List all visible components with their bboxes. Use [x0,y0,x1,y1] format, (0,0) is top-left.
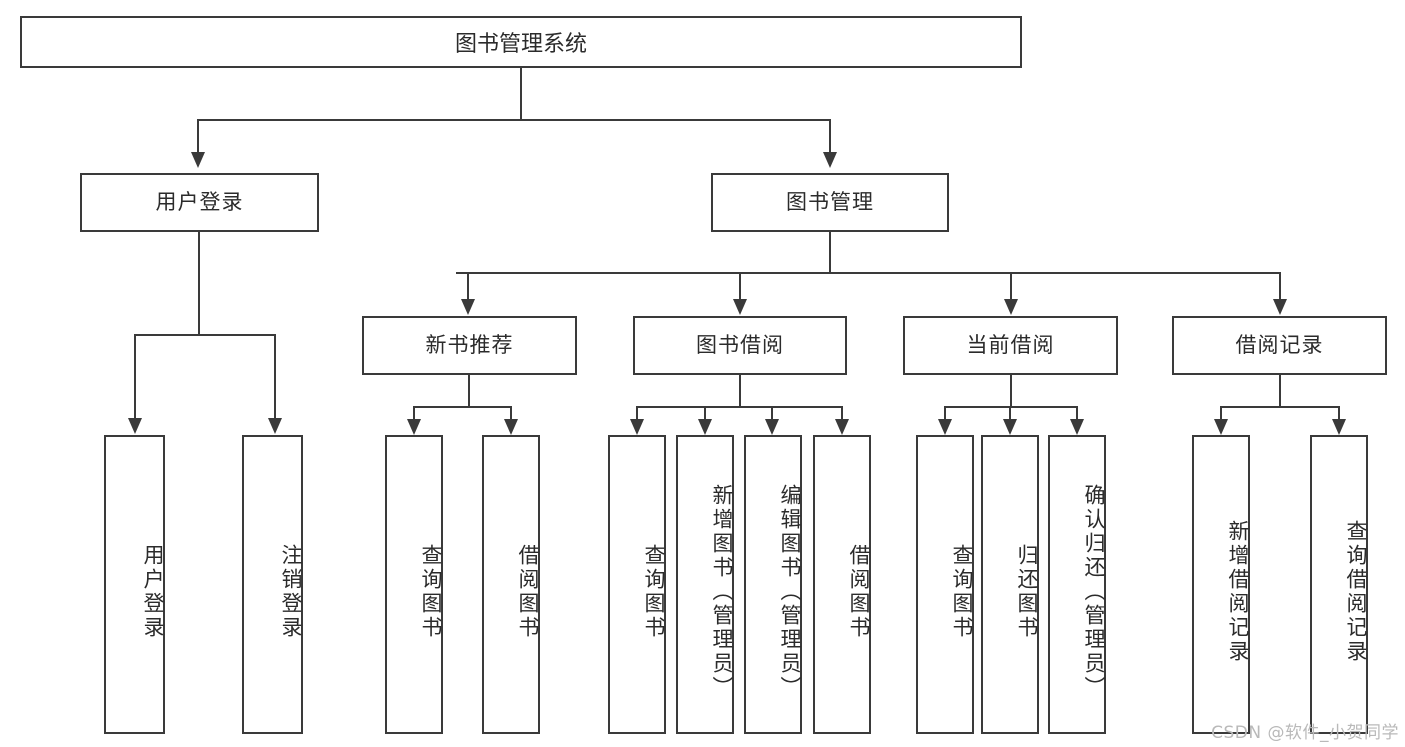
node-label: 借阅图书 [516,543,540,640]
arrowhead-leaf-query-book-2 [630,419,644,435]
arrowhead-leaf-edit-book [765,419,779,435]
watermark-text: CSDN @软件_小贺同学 [1211,723,1399,743]
node-label: 图书管理系统 [454,32,587,57]
node-new-book-recommend[interactable]: 新书推荐 [362,316,577,375]
node-label: 查询图书 [642,543,666,640]
node-label: 用户登录 [141,543,165,640]
leaf-query-borrow-record[interactable]: 查询借阅记录 [1310,435,1368,734]
connector-level2-bus [197,119,831,121]
arrowhead-leaf-return-book [1003,419,1017,435]
connector-drop-leaf-query-book-1 [413,406,415,420]
leaf-query-book-current[interactable]: 查询图书 [916,435,974,734]
node-borrow-record[interactable]: 借阅记录 [1172,316,1387,375]
connector-book-management-stem [829,232,831,273]
connector-drop-book-management [829,119,831,153]
connector-current-borrow-stem [1010,375,1012,407]
arrowhead-leaf-query-record [1332,419,1346,435]
arrowhead-new-book-recommend [461,299,475,315]
connector-user-login-stem [198,232,200,335]
connector-drop-current-borrow [1010,272,1012,300]
leaf-user-login[interactable]: 用户登录 [104,435,165,734]
leaf-borrow-book-borrow[interactable]: 借阅图书 [813,435,871,734]
connector-drop-leaf-confirm-return [1076,406,1078,420]
leaf-borrow-book-new-recommend[interactable]: 借阅图书 [482,435,540,734]
connector-drop-leaf-user-login [134,334,136,419]
connector-current-borrow-bus [944,406,1078,408]
node-user-login[interactable]: 用户登录 [80,173,319,232]
arrowhead-leaf-add-book [698,419,712,435]
leaf-user-logout[interactable]: 注销登录 [242,435,303,734]
connector-drop-leaf-borrow-book-1 [510,406,512,420]
connector-book-borrow-bus [636,406,843,408]
node-label: 查询图书 [419,543,443,640]
connector-drop-borrow-record [1279,272,1281,300]
node-label: 新书推荐 [425,332,514,357]
connector-new-book-recommend-stem [468,375,470,407]
arrowhead-leaf-user-logout [268,418,282,434]
connector-drop-leaf-user-logout [274,334,276,419]
node-label: 注销登录 [279,543,303,640]
node-label: 图书借阅 [696,332,784,357]
leaf-return-book[interactable]: 归还图书 [981,435,1039,734]
connector-borrow-record-bus [1220,406,1340,408]
node-root-system[interactable]: 图书管理系统 [20,16,1022,68]
node-label: 新增图书（管理员） [710,483,734,700]
node-label: 借阅图书 [847,543,871,640]
arrowhead-leaf-query-book-3 [938,419,952,435]
node-label: 编辑图书（管理员） [778,483,802,700]
connector-drop-user-login [197,119,199,153]
connector-drop-leaf-add-record [1220,406,1222,420]
arrowhead-leaf-confirm-return [1070,419,1084,435]
connector-drop-leaf-query-record [1338,406,1340,420]
connector-user-login-bus [134,334,276,336]
node-label: 查询图书 [950,543,974,640]
connector-level3-bus [456,272,1281,274]
node-label: 查询借阅记录 [1344,519,1368,664]
arrowhead-book-management [823,152,837,168]
leaf-query-book-new-recommend[interactable]: 查询图书 [385,435,443,734]
node-current-borrow[interactable]: 当前借阅 [903,316,1118,375]
node-label: 图书管理 [786,189,874,214]
connector-borrow-record-stem [1279,375,1281,407]
connector-root-stem [520,68,522,120]
node-label: 确认归还（管理员） [1082,483,1106,700]
node-label: 新增借阅记录 [1226,519,1250,664]
connector-drop-book-borrow [739,272,741,300]
connector-drop-leaf-return-book [1009,406,1011,420]
arrowhead-borrow-record [1273,299,1287,315]
arrowhead-book-borrow [733,299,747,315]
connector-drop-leaf-query-book-2 [636,406,638,420]
arrowhead-current-borrow [1004,299,1018,315]
leaf-add-borrow-record[interactable]: 新增借阅记录 [1192,435,1250,734]
arrowhead-leaf-borrow-book-1 [504,419,518,435]
arrowhead-leaf-borrow-book-2 [835,419,849,435]
connector-drop-leaf-borrow-book-2 [841,406,843,420]
node-label: 借阅记录 [1235,332,1324,357]
node-label: 归还图书 [1015,543,1039,640]
node-label: 用户登录 [155,189,244,214]
arrowhead-user-login [191,152,205,168]
leaf-confirm-return[interactable]: 确认归还（管理员） [1048,435,1106,734]
leaf-edit-book[interactable]: 编辑图书（管理员） [744,435,802,734]
connector-drop-new-book-recommend [467,272,469,300]
node-book-borrow[interactable]: 图书借阅 [633,316,847,375]
node-book-management[interactable]: 图书管理 [711,173,949,232]
arrowhead-leaf-query-book-1 [407,419,421,435]
node-label: 当前借阅 [966,332,1055,357]
connector-new-book-recommend-bus [413,406,512,408]
connector-book-borrow-stem [739,375,741,407]
connector-drop-leaf-edit-book [771,406,773,420]
arrowhead-leaf-user-login [128,418,142,434]
leaf-add-book[interactable]: 新增图书（管理员） [676,435,734,734]
leaf-query-book-borrow[interactable]: 查询图书 [608,435,666,734]
connector-drop-leaf-query-book-3 [944,406,946,420]
arrowhead-leaf-add-record [1214,419,1228,435]
connector-drop-leaf-add-book [704,406,706,420]
